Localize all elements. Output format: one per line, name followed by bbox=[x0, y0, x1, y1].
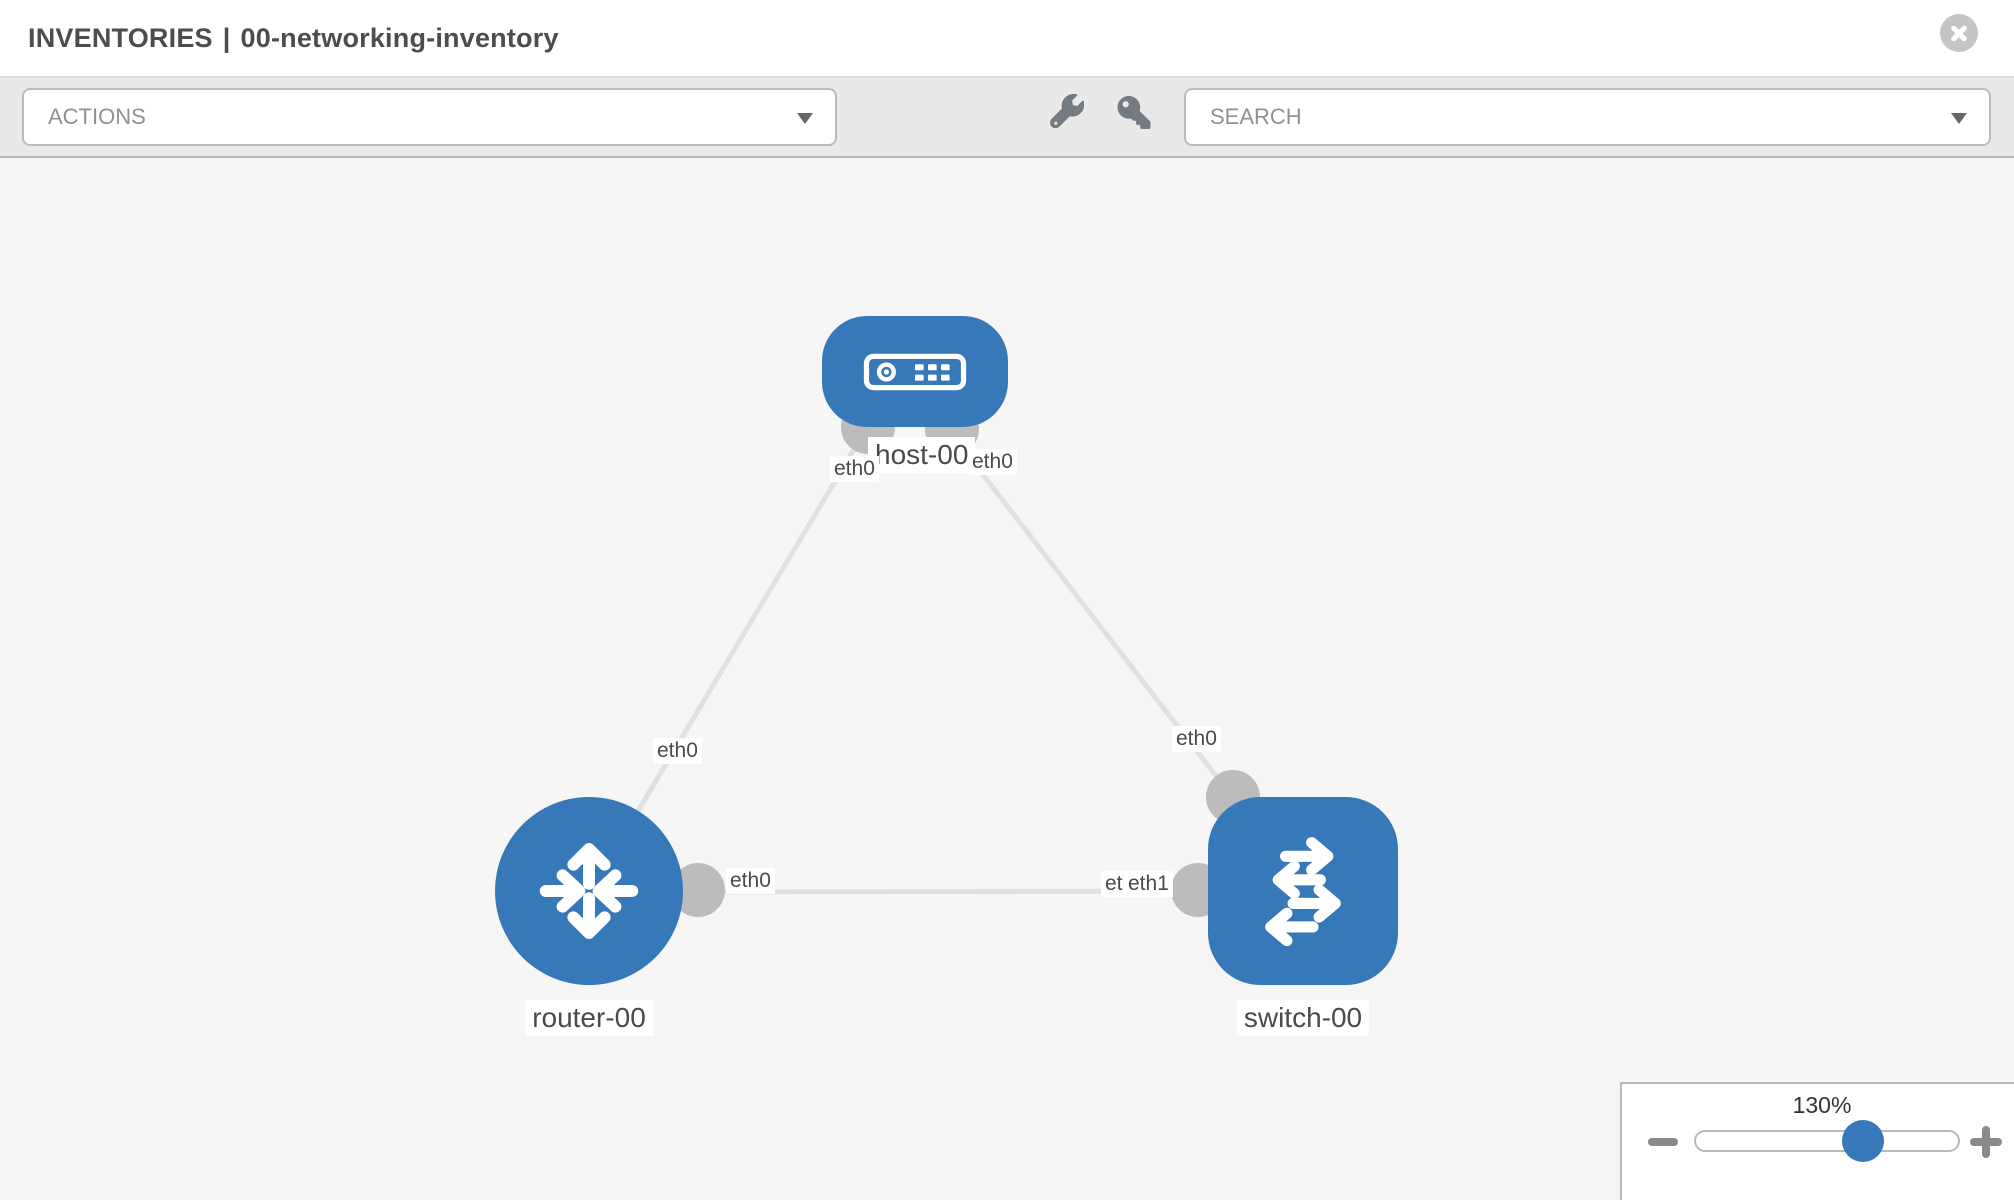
actions-dropdown-label: ACTIONS bbox=[48, 104, 146, 129]
interface-label-router-eth0: eth0 bbox=[726, 868, 775, 894]
header: INVENTORIES | 00-networking-inventory bbox=[0, 0, 2014, 78]
zoom-out-button[interactable] bbox=[1648, 1138, 1678, 1146]
plus-icon bbox=[1982, 1126, 1990, 1158]
zoom-slider-track[interactable] bbox=[1694, 1130, 1960, 1152]
chevron-down-icon bbox=[1951, 113, 1967, 124]
topology-links bbox=[586, 424, 1235, 895]
interface-label-host-eth0: eth0 bbox=[968, 449, 1017, 475]
title-separator: | bbox=[222, 23, 231, 53]
zoom-in-button[interactable] bbox=[1968, 1124, 2004, 1160]
search-dropdown-label: SEARCH bbox=[1210, 104, 1302, 129]
close-button[interactable] bbox=[1940, 14, 1978, 52]
zoom-slider-thumb[interactable] bbox=[1842, 1120, 1884, 1162]
search-dropdown[interactable]: SEARCH bbox=[1184, 88, 1991, 146]
interface-label-router-eth0: eth0 bbox=[653, 738, 702, 764]
zoom-panel: 130% bbox=[1620, 1082, 2014, 1200]
node-switch-00[interactable] bbox=[1208, 797, 1398, 985]
switch-icon bbox=[1265, 837, 1341, 947]
interface-label-switch-eth1: eth1 bbox=[1124, 871, 1173, 897]
node-label-switch: switch-00 bbox=[1236, 1000, 1370, 1036]
host-icon bbox=[863, 353, 967, 390]
node-label-host: host-00 bbox=[868, 437, 976, 473]
actions-dropdown[interactable]: ACTIONS bbox=[22, 88, 837, 146]
node-router-00[interactable] bbox=[495, 797, 683, 985]
page-title: INVENTORIES | 00-networking-inventory bbox=[28, 0, 559, 76]
zoom-level-value: 130% bbox=[1792, 1092, 1852, 1118]
title-inventory-name: 00-networking-inventory bbox=[240, 23, 559, 53]
router-icon bbox=[539, 843, 639, 939]
node-host-00[interactable] bbox=[822, 316, 1008, 427]
chevron-down-icon bbox=[797, 113, 813, 124]
toolbar: ACTIONS SEARCH bbox=[0, 78, 2014, 158]
node-label-router: router-00 bbox=[525, 1000, 653, 1036]
topology-canvas[interactable]: host-00 router-00 switch-00 eth0 eth0 et… bbox=[0, 160, 2014, 1200]
interface-label-host-eth0: eth0 bbox=[830, 456, 879, 482]
interface-label-switch-eth0: eth0 bbox=[1172, 726, 1221, 752]
key-icon[interactable] bbox=[1116, 96, 1152, 129]
title-section: INVENTORIES bbox=[28, 23, 213, 53]
wrench-icon[interactable] bbox=[1050, 94, 1084, 128]
